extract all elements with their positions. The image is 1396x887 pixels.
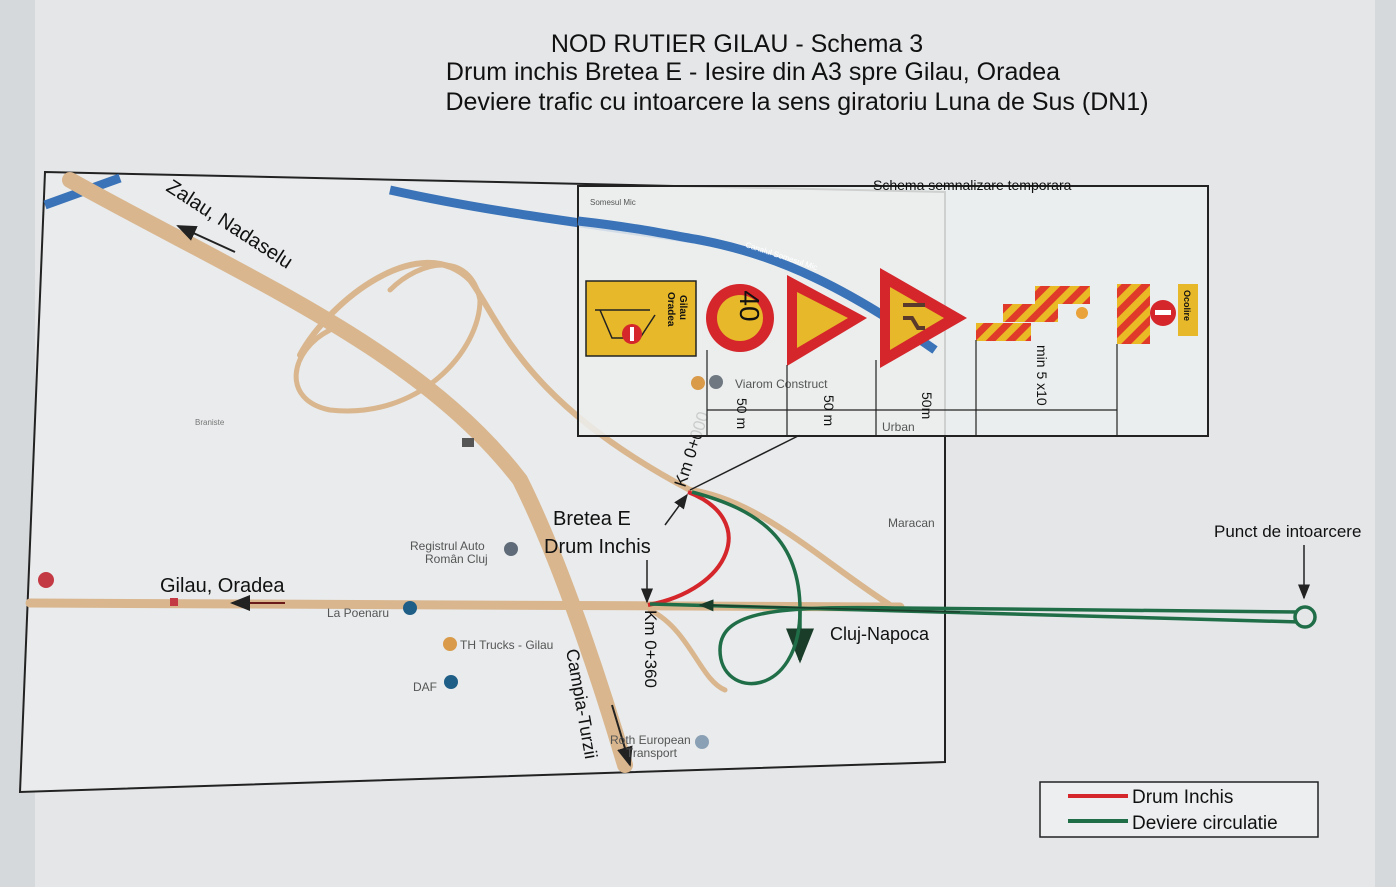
sign-panel-bottom: Oradea xyxy=(665,292,676,327)
poi-pin-icon xyxy=(403,601,417,615)
ocolire-label: Ocolire xyxy=(1182,290,1192,321)
closed-road xyxy=(647,490,731,607)
somesul-label: Somesul Mic xyxy=(590,198,636,207)
label-punct-intoarcere: Punct de intoarcere xyxy=(1214,522,1361,541)
poi-poenaru: La Poenaru xyxy=(327,606,389,620)
detour-arrow-sign xyxy=(1178,284,1198,336)
title-line-1: NOD RUTIER GILAU - Schema 3 xyxy=(551,30,923,58)
inset-title: Schema semnalizare temporara xyxy=(873,177,1072,193)
speed-limit-value: 40 xyxy=(734,290,765,321)
poi-daf: DAF xyxy=(413,680,437,694)
label-bretea: Bretea E xyxy=(553,508,631,530)
poi-pin-icon xyxy=(695,735,709,749)
poi-registrul-1: Registrul Auto xyxy=(410,539,485,553)
poi-roth-1: Roth European xyxy=(610,733,691,747)
label-braniste: Braniste xyxy=(195,418,225,427)
poi-viarom: Viarom Construct xyxy=(735,377,828,391)
barrier-icon xyxy=(976,323,1031,341)
poi-pin-icon xyxy=(443,637,457,651)
distance-3: 50m xyxy=(919,392,935,419)
label-cluj: Cluj-Napoca xyxy=(830,624,930,644)
poi-urban: Urban xyxy=(882,420,915,434)
label-gilau: Gilau, Oradea xyxy=(160,575,285,597)
poi-pin-icon xyxy=(691,376,705,390)
highway-exit-icon xyxy=(462,438,474,447)
sign-panel-top: Gilau xyxy=(677,295,688,320)
title-line-2: Drum inchis Bretea E - Iesire din A3 spr… xyxy=(446,58,1060,86)
title-line-3: Deviere trafic cu intoarcere la sens gir… xyxy=(445,88,1148,116)
warning-light-icon xyxy=(1076,307,1088,319)
barrier-icon xyxy=(1003,304,1058,322)
detour-sign: Gilau Oradea xyxy=(585,280,697,357)
poi-roth-2: Transport xyxy=(626,746,678,760)
chevron-panel-icon xyxy=(1117,284,1150,344)
km0-leader xyxy=(689,434,801,491)
arrow-zalau xyxy=(176,225,236,253)
distance-4: min 5 x10 xyxy=(1034,345,1050,406)
poi-list: Registrul Auto Român Cluj La Poenaru TH … xyxy=(38,438,709,760)
legend: Drum Inchis Deviere circulatie xyxy=(1039,781,1319,838)
label-maracan: Maracan xyxy=(888,516,935,530)
poi-pin-icon xyxy=(709,375,723,389)
distance-1: 50 m xyxy=(734,398,750,429)
label-drum-inchis: Drum Inchis xyxy=(544,536,651,558)
river-inset xyxy=(577,216,938,354)
label-km360: Km 0+360 xyxy=(641,610,660,688)
page-title: NOD RUTIER GILAU - Schema 3 Drum inchis … xyxy=(445,30,1148,116)
signage-inset: Schema semnalizare temporara Somesul Mic… xyxy=(577,177,1209,437)
legend-item-closed: Drum Inchis xyxy=(1132,787,1233,808)
legend-item-diversion: Deviere circulatie xyxy=(1132,813,1278,834)
distance-2: 50 m xyxy=(821,395,837,426)
marker-icon xyxy=(170,598,178,606)
arrow-bretea xyxy=(664,493,688,526)
poi-registrul-2: Român Cluj xyxy=(425,552,488,566)
arrow-campia xyxy=(611,704,633,767)
speed-limit-sign: 40 xyxy=(706,284,774,352)
barrier-icon xyxy=(1035,286,1090,304)
poi-th-trucks: TH Trucks - Gilau xyxy=(460,638,553,652)
poi-pin-icon xyxy=(504,542,518,556)
poi-pin-icon xyxy=(38,572,54,588)
poi-pin-icon xyxy=(444,675,458,689)
